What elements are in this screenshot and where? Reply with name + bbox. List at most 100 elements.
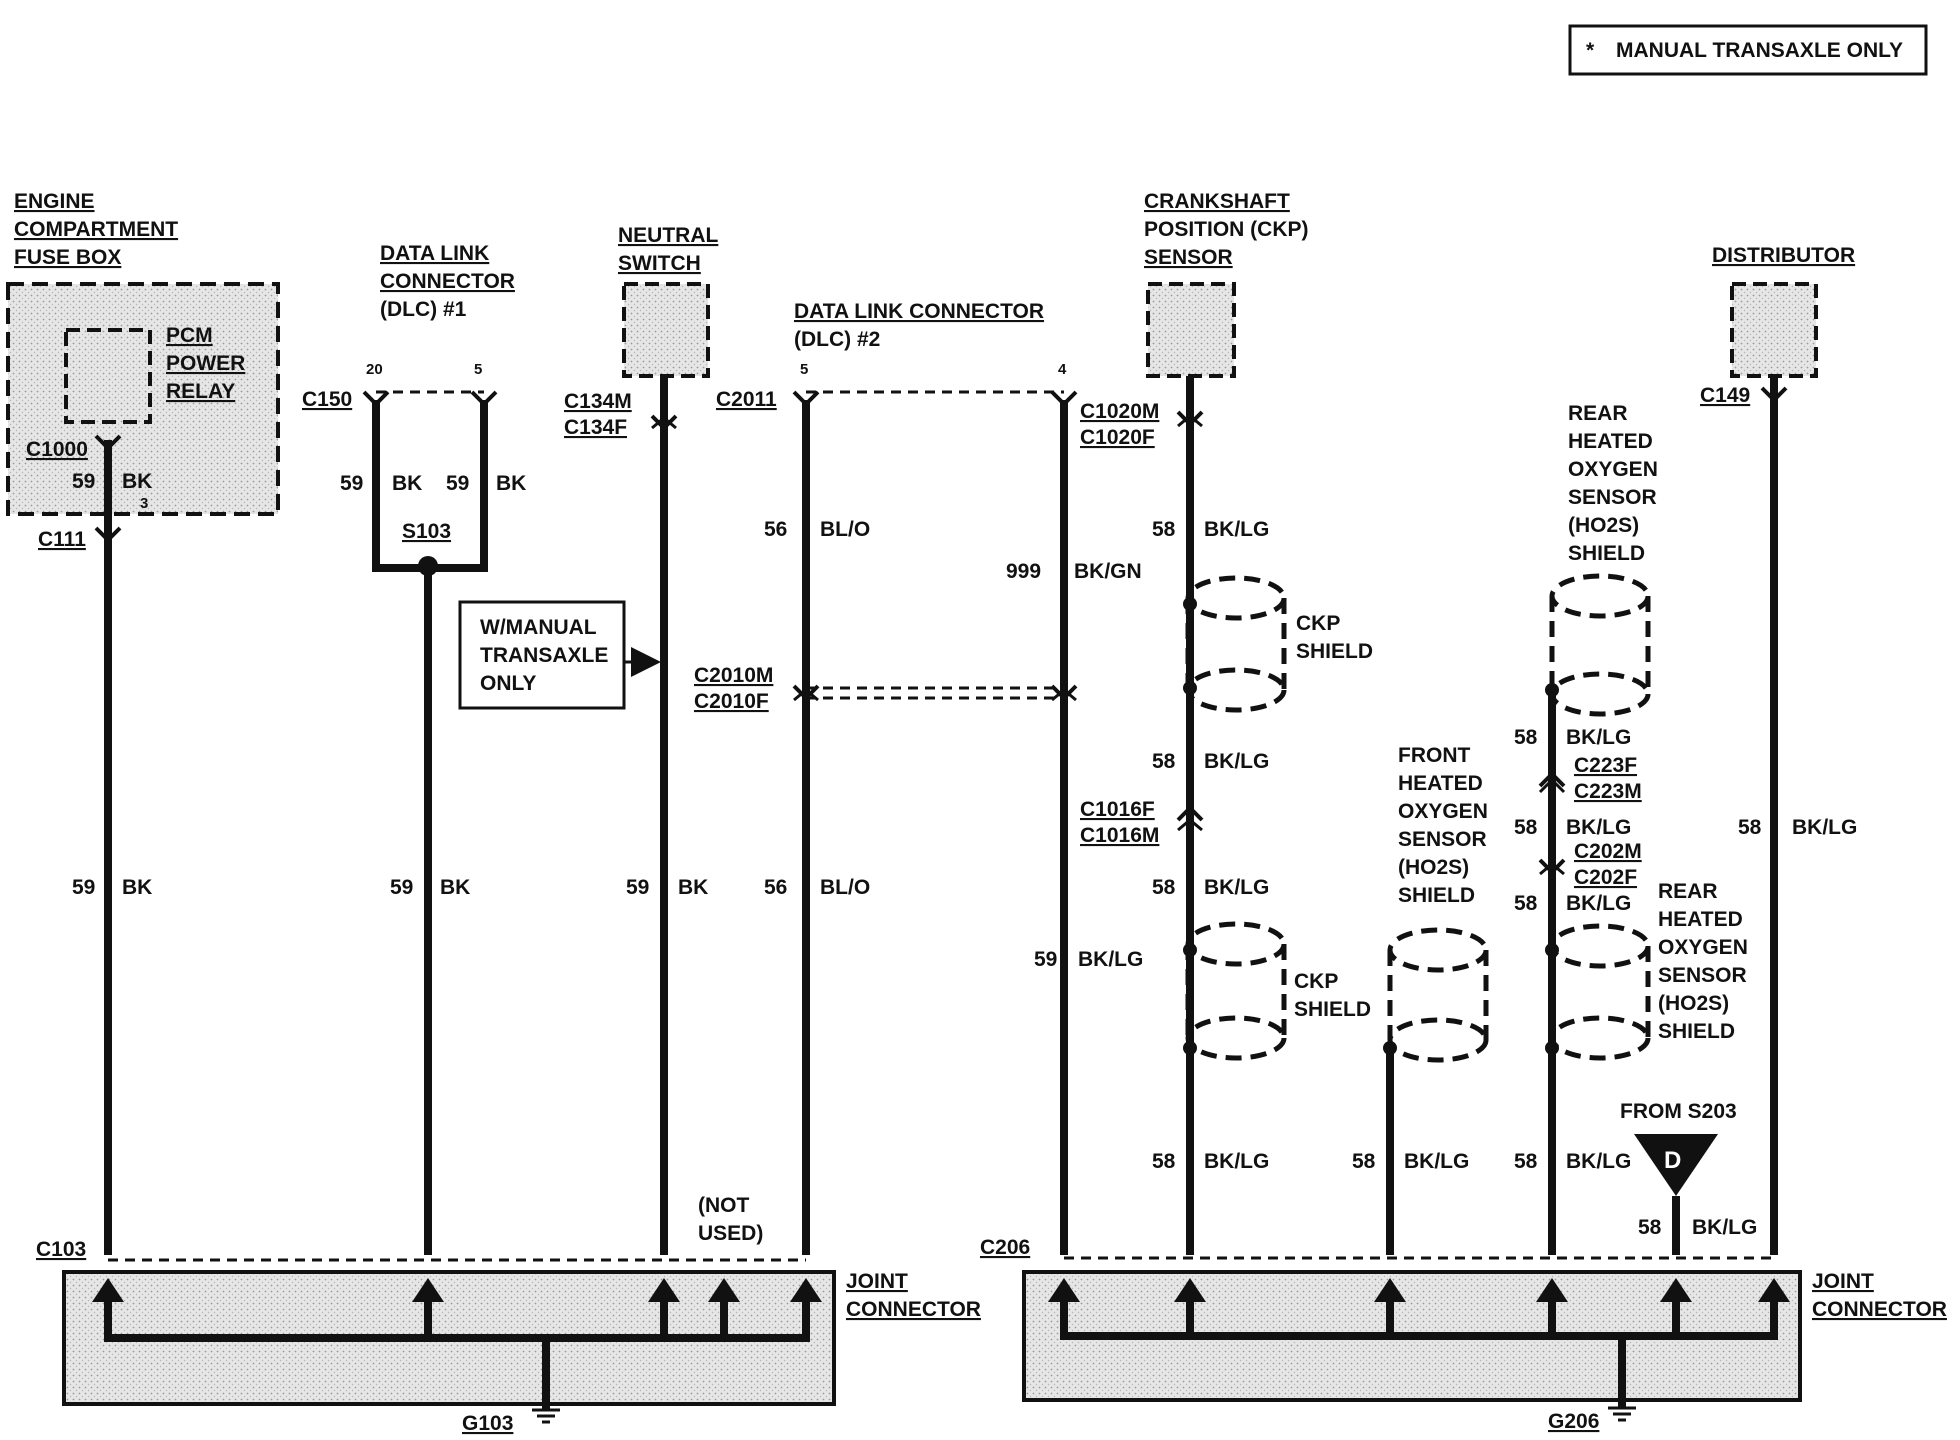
pin-4: 4 [1058,361,1067,378]
rear-shield-bot-2: HEATED [1658,908,1743,931]
connector-c1016f: C1016F [1080,798,1155,821]
connector-c202m: C202M [1574,840,1642,863]
connector-c202f: C202F [1574,866,1637,889]
front-ho2s-shield: FRONT HEATED OXYGEN SENSOR (HO2S) SHIELD… [1352,744,1489,1255]
wire-num: 56 [764,518,787,541]
connector-c103: C103 [36,1238,86,1261]
wire-color: BK/LG [1566,892,1631,915]
ckp-label-3: SENSOR [1144,246,1233,269]
dlc1-label-1: DATA LINK [380,242,489,265]
pcm-relay-label-2: POWER [166,352,245,375]
ckp-shield-upper: CKP SHIELD [1183,575,1373,713]
pin-5: 5 [474,361,482,378]
data-link-connector-2: DATA LINK CONNECTOR (DLC) #2 5 4 C2011 C… [694,300,1143,1255]
not-used-line-2: USED) [698,1222,763,1245]
splice-s103: S103 [402,520,451,543]
distributor: DISTRIBUTOR C149 58 BK/LG [1700,244,1857,1255]
wire-num: 58 [1638,1216,1662,1239]
connector-c2011: C2011 [716,388,777,411]
d-marker: D [1664,1147,1681,1174]
rear-shield-top-5: (HO2S) [1568,514,1639,537]
dlc2-label-1: DATA LINK CONNECTOR [794,300,1044,323]
rear-shield-top-1: REAR [1568,402,1628,425]
wire-color: BK/LG [1204,876,1269,899]
wire-color: BK [440,876,470,899]
wire-num: 59 [72,470,95,493]
joint-connector-label-2: CONNECTOR [1812,1298,1947,1321]
rear-shield-top-2: HEATED [1568,430,1653,453]
wire-num: 58 [1514,1150,1538,1173]
rear-shield-top-3: OXYGEN [1568,458,1658,481]
connector-c149: C149 [1700,384,1750,407]
wire-color: BK/LG [1792,816,1857,839]
wire-color: BK/LG [1204,518,1269,541]
connector-c1016m: C1016M [1080,824,1159,847]
front-shield-label-6: SHIELD [1398,884,1475,907]
pin-3: 3 [140,495,148,512]
distributor-label: DISTRIBUTOR [1712,244,1855,267]
connector-c1000: C1000 [26,438,88,461]
ground-g206: G206 [1548,1410,1599,1433]
connector-c206: C206 [980,1236,1030,1259]
joint-connector-label-1: JOINT [846,1270,908,1293]
rear-shield-bot-3: OXYGEN [1658,936,1748,959]
connector-c150: C150 [302,388,352,411]
wire-num: 59 [446,472,469,495]
rear-shield-top-4: SENSOR [1568,486,1657,509]
front-shield-label-2: HEATED [1398,772,1483,795]
fuse-box-label-1: ENGINE [14,190,95,213]
wire-color: BK/LG [1566,816,1631,839]
wire-color: BK/LG [1404,1150,1469,1173]
ckp-shield-lower: CKP SHIELD [1183,921,1371,1061]
wire-color: BK/LG [1204,1150,1269,1173]
wire-color: BK/LG [1566,726,1631,749]
front-shield-label-3: OXYGEN [1398,800,1488,823]
ckp-shield-label-2: SHIELD [1294,998,1371,1021]
front-shield-label-5: (HO2S) [1398,856,1469,879]
wire-num: 58 [1352,1150,1376,1173]
connector-c134f: C134F [564,416,627,439]
connector-c2010m: C2010M [694,664,773,687]
left-joint-connector: C103 G103 JOINT CONNECTOR [36,1238,981,1435]
connector-c2010f: C2010F [694,690,769,713]
neutral-label-1: NEUTRAL [618,224,718,247]
from-s203-marker: FROM S203 D 58 BK/LG [1620,1100,1757,1255]
wire-num: 59 [626,876,649,899]
wire-num: 58 [1152,518,1176,541]
joint-connector-label-2: CONNECTOR [846,1298,981,1321]
connector-c223f: C223F [1574,754,1637,777]
wire-color: BK [122,470,152,493]
wire-color: BK/GN [1074,560,1142,583]
note-asterisk: * [1586,39,1595,62]
wire-color: BK [122,876,152,899]
wire-num: 56 [764,876,787,899]
wire-num: 58 [1514,892,1538,915]
dlc1-label-2: CONNECTOR [380,270,515,293]
rear-shield-top-6: SHIELD [1568,542,1645,565]
rear-shield-bot-4: SENSOR [1658,964,1747,987]
connector-c134m: C134M [564,390,632,413]
right-joint-connector: C206 G206 JOINT CONNECTOR [980,1236,1947,1433]
wire-color: BK/LG [1566,1150,1631,1173]
wire-num: 999 [1006,560,1041,583]
pcm-relay-label-3: RELAY [166,380,235,403]
wire-color: BK/LG [1204,750,1269,773]
wire-color: BL/O [820,518,870,541]
joint-connector-label-1: JOINT [1812,1270,1874,1293]
manual-box-line-1: W/MANUAL [480,616,597,639]
wire-color: BL/O [820,876,870,899]
not-used-line-1: (NOT [698,1194,749,1217]
wire-num: 58 [1152,750,1176,773]
wire-num: 59 [72,876,95,899]
neutral-label-2: SWITCH [618,252,701,275]
rear-shield-bot-5: (HO2S) [1658,992,1729,1015]
wire-num: 58 [1738,816,1762,839]
pin-5b: 5 [800,361,808,378]
ckp-label-2: POSITION (CKP) [1144,218,1309,241]
wire-color: BK [678,876,708,899]
ckp-shield-label-1: CKP [1296,612,1340,635]
manual-box-line-3: ONLY [480,672,536,695]
ckp-shield-label-1: CKP [1294,970,1338,993]
wire-num: 58 [1152,1150,1176,1173]
